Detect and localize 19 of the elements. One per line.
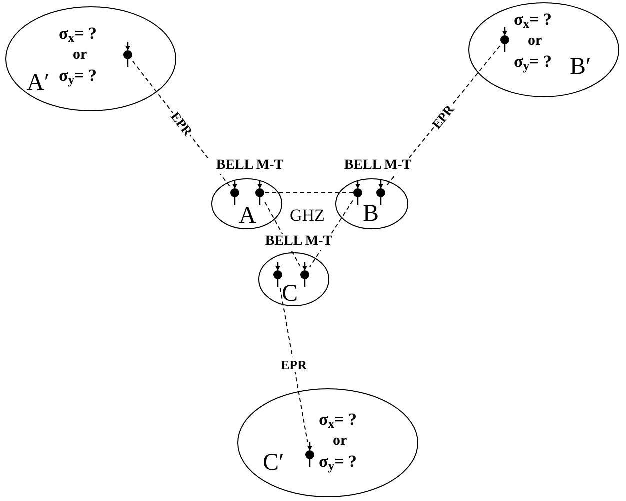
party-label: C′ [263, 450, 284, 476]
dashed-connector [264, 192, 354, 194]
measurement-label: σ$_{y}$= ? [514, 52, 552, 72]
measurement-label: σ$_{x}$= ? [59, 24, 98, 44]
edge-label: EPR [280, 358, 308, 372]
measurement-label: σ$_{y}$= ? [59, 66, 98, 86]
party-label: C [282, 281, 298, 307]
measurement-label: σ$_{x}$= ? [514, 10, 552, 30]
or-label: or [73, 46, 88, 64]
or-label: or [333, 432, 348, 450]
entanglement-label: GHZ [290, 206, 325, 226]
dashed-connector [280, 288, 308, 442]
party-label: B [363, 201, 380, 227]
or-label: or [528, 32, 542, 50]
measurement-label: σ$_{y}$= ? [319, 452, 358, 472]
party-label: B′ [570, 54, 592, 80]
measurement-label: σ$_{x}$= ? [319, 410, 358, 430]
party-label: A′ [27, 70, 50, 96]
party-label: A [239, 203, 256, 229]
